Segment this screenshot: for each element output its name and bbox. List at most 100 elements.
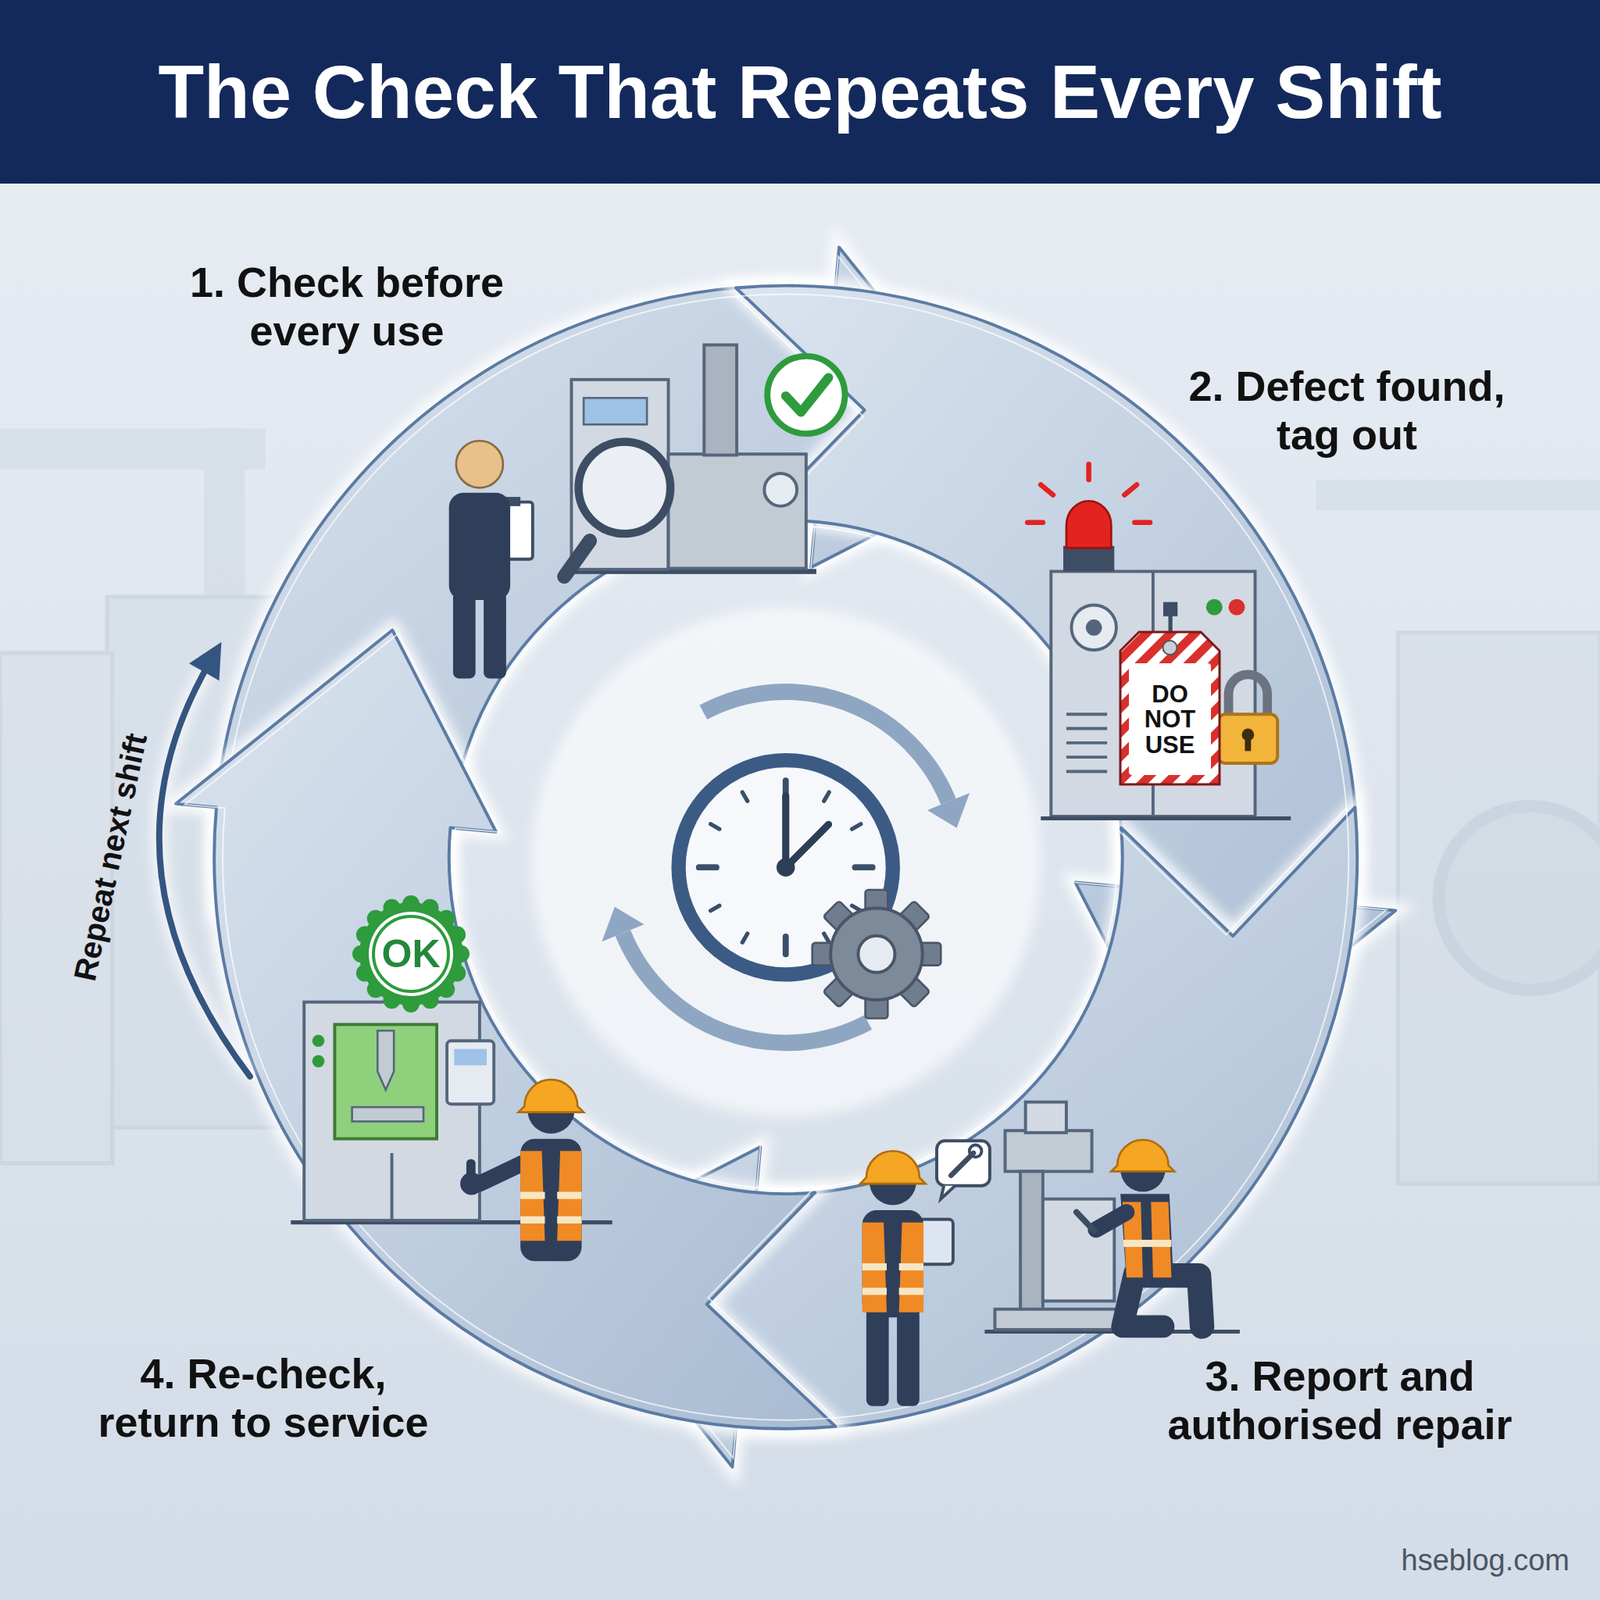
clock-hand bbox=[782, 796, 790, 868]
gear-body bbox=[830, 907, 923, 1000]
vest-stripe bbox=[862, 1263, 887, 1271]
machine-screen bbox=[583, 397, 647, 425]
clock-tick bbox=[855, 864, 873, 871]
seal-ring bbox=[373, 916, 449, 992]
beacon-base bbox=[1063, 546, 1115, 572]
machine-tool bbox=[377, 1030, 394, 1090]
control-panel bbox=[446, 1040, 494, 1104]
tablet bbox=[918, 1219, 954, 1265]
vest-stripe bbox=[520, 1192, 545, 1200]
repeat-glow bbox=[159, 663, 250, 1077]
vent-slot bbox=[1066, 727, 1108, 731]
vest-stripe bbox=[557, 1216, 582, 1224]
clock-tick bbox=[782, 936, 790, 954]
door-seam bbox=[390, 1153, 394, 1221]
badge-text: OK bbox=[382, 934, 441, 974]
repeat-arrowhead bbox=[189, 642, 222, 682]
floor-line bbox=[1040, 816, 1291, 821]
indicator-light bbox=[312, 1055, 325, 1068]
seal-face bbox=[368, 911, 454, 997]
step-label: 4. Re-check, return to service bbox=[83, 1349, 443, 1447]
center-arrowhead bbox=[927, 792, 970, 829]
step-label: 3. Report and authorised repair bbox=[1152, 1351, 1528, 1449]
inspection-scene bbox=[487, 344, 845, 576]
beacon-ray bbox=[1124, 484, 1137, 495]
center-glow bbox=[530, 607, 1041, 1118]
step-label: 2. Defect found, tag out bbox=[1171, 361, 1523, 459]
leg bbox=[1122, 1273, 1164, 1327]
gear-hole bbox=[857, 935, 895, 973]
clock-tick bbox=[824, 933, 830, 943]
vent-slot bbox=[1066, 741, 1108, 745]
keyhole bbox=[1244, 736, 1251, 751]
vest bbox=[899, 1222, 924, 1313]
center-arrowhead bbox=[601, 907, 644, 943]
torso bbox=[520, 1139, 582, 1262]
beacon-ray bbox=[1134, 519, 1150, 525]
clock-pin bbox=[776, 857, 796, 877]
clock-tick bbox=[710, 824, 720, 830]
leg bbox=[896, 1309, 920, 1407]
vest-stripe bbox=[899, 1263, 924, 1271]
torso bbox=[862, 1210, 924, 1318]
pipe bbox=[1316, 479, 1600, 511]
vest bbox=[520, 1150, 545, 1241]
machine-table bbox=[352, 1107, 424, 1122]
machine-spindle bbox=[703, 344, 737, 455]
leg bbox=[866, 1309, 890, 1407]
speech-tail bbox=[940, 1185, 955, 1200]
leg bbox=[453, 592, 476, 679]
drill-column bbox=[1020, 1171, 1043, 1315]
wrench-icon bbox=[969, 1144, 983, 1158]
clock-tick bbox=[852, 824, 861, 830]
control-screen bbox=[453, 1049, 487, 1066]
check-mark bbox=[785, 377, 829, 412]
vest-stripe bbox=[1123, 1239, 1172, 1247]
repair-scene bbox=[918, 1102, 1240, 1333]
head bbox=[456, 440, 504, 488]
indicator-light bbox=[1206, 599, 1223, 616]
tag-hole bbox=[1163, 640, 1178, 655]
do-not-use-tag: DO NOT USE bbox=[1118, 630, 1222, 786]
indicator-light bbox=[312, 1034, 325, 1047]
vest-stripe bbox=[557, 1192, 582, 1200]
arm bbox=[1096, 1212, 1127, 1230]
machine-wheel bbox=[1439, 806, 1600, 990]
vent-slot bbox=[1066, 769, 1108, 773]
title-text: The Check That Repeats Every Shift bbox=[157, 49, 1442, 136]
drill-cabinet bbox=[1042, 1199, 1115, 1302]
hard-hat bbox=[518, 1079, 585, 1113]
dial bbox=[1071, 605, 1116, 650]
kneeling-worker bbox=[1076, 1139, 1203, 1327]
torso bbox=[449, 492, 511, 600]
machine-body bbox=[303, 1002, 480, 1222]
vest-stripe bbox=[899, 1287, 924, 1295]
clock-tick bbox=[710, 905, 720, 911]
tag-text: DO NOT USE bbox=[1134, 682, 1207, 759]
step-label: 1. Check before every use bbox=[175, 257, 519, 355]
clock-tick bbox=[742, 933, 748, 943]
arrow-inner-line bbox=[185, 633, 836, 1421]
seal-body bbox=[359, 902, 463, 1006]
reporting-worker bbox=[860, 1150, 926, 1407]
vest bbox=[862, 1222, 887, 1313]
wrench bbox=[1076, 1212, 1094, 1232]
hard-hat bbox=[1110, 1139, 1175, 1172]
indicator-light bbox=[1228, 599, 1246, 616]
title-bar: The Check That Repeats Every Shift bbox=[0, 0, 1600, 184]
hard-hat bbox=[860, 1150, 926, 1184]
ok-badge: OK bbox=[351, 894, 471, 1014]
clock-tick bbox=[742, 792, 748, 801]
dial-center bbox=[1085, 619, 1103, 636]
machine-window bbox=[334, 1024, 437, 1139]
watermark: hseblog.com bbox=[1401, 1543, 1570, 1579]
tag-out-scene bbox=[1027, 464, 1291, 818]
clock-tick bbox=[699, 864, 717, 871]
vest-stripe bbox=[862, 1287, 887, 1295]
beacon-ray bbox=[1027, 519, 1043, 525]
magnifier bbox=[578, 442, 672, 535]
vest-stripe bbox=[520, 1216, 545, 1224]
padlock-body bbox=[1218, 714, 1279, 764]
drill-head bbox=[1005, 1130, 1093, 1172]
